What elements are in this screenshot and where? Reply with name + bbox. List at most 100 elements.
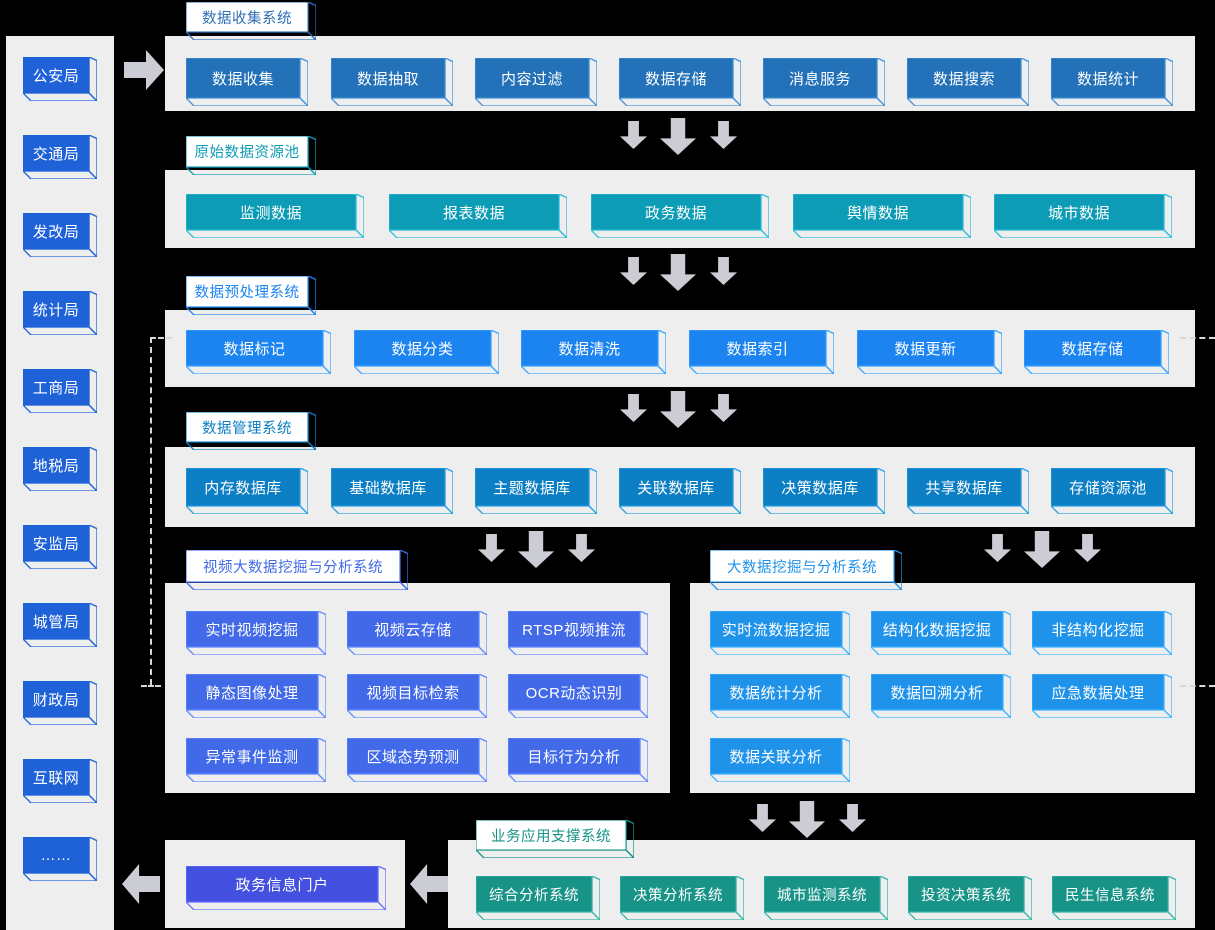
- item-bigdata-mining-7[interactable]: 数据关联分析: [710, 738, 850, 782]
- item-video-mining-9-shape: [508, 738, 648, 782]
- item-data-collection-1[interactable]: 数据收集: [186, 58, 308, 106]
- item-data-collection-2[interactable]: 数据抽取: [331, 58, 453, 106]
- item-data-preprocessing-4-label: 数据索引: [726, 340, 789, 358]
- tab-video-mining[interactable]: 视频大数据挖掘与分析系统: [186, 550, 408, 590]
- tab-data-management-shape: [186, 412, 316, 450]
- sidebar-item-4[interactable]: 统计局: [23, 291, 97, 335]
- arrow-preprocessing-to-management-right: [709, 394, 737, 422]
- left-scope-guide-line: [150, 337, 152, 685]
- item-data-management-2[interactable]: 基础数据库: [331, 468, 453, 514]
- item-business-support-5[interactable]: 民生信息系统: [1052, 876, 1176, 920]
- sidebar-item-4-label: 统计局: [32, 301, 80, 319]
- item-video-mining-2[interactable]: 视频云存储: [347, 611, 487, 655]
- item-data-management-6[interactable]: 共享数据库: [907, 468, 1029, 514]
- sidebar-item-8[interactable]: 城管局: [23, 603, 97, 647]
- item-data-collection-7[interactable]: 数据统计: [1051, 58, 1173, 106]
- item-raw-data-pool-2[interactable]: 报表数据: [389, 194, 567, 238]
- item-business-support-1-label: 综合分析系统: [489, 887, 579, 904]
- item-video-mining-2-label: 视频云存储: [374, 621, 452, 639]
- item-video-mining-1-label: 实时视频挖掘: [205, 621, 299, 639]
- tab-raw-data-pool[interactable]: 原始数据资源池: [186, 136, 316, 175]
- arrow-management-to-video-right: [567, 534, 595, 562]
- item-data-management-5[interactable]: 决策数据库: [763, 468, 885, 514]
- item-data-preprocessing-3[interactable]: 数据清洗: [521, 330, 666, 374]
- item-bigdata-mining-2[interactable]: 结构化数据挖掘: [871, 611, 1011, 655]
- sidebar-item-8-label: 城管局: [32, 613, 80, 631]
- item-data-collection-5-shape: [763, 58, 885, 106]
- sidebar-item-1[interactable]: 公安局: [23, 57, 97, 101]
- item-data-preprocessing-2[interactable]: 数据分类: [354, 330, 499, 374]
- item-data-management-1[interactable]: 内存数据库: [186, 468, 308, 514]
- sidebar-item-11[interactable]: ……: [23, 837, 97, 881]
- item-data-management-4-shape: [619, 468, 741, 514]
- item-data-preprocessing-1[interactable]: 数据标记: [186, 330, 331, 374]
- item-data-preprocessing-4[interactable]: 数据索引: [689, 330, 834, 374]
- item-business-support-2[interactable]: 决策分析系统: [620, 876, 744, 920]
- tab-video-mining-shape: [186, 550, 408, 590]
- tab-bigdata-mining[interactable]: 大数据挖掘与分析系统: [710, 550, 902, 590]
- item-video-mining-9[interactable]: 目标行为分析: [508, 738, 648, 782]
- item-bigdata-mining-3[interactable]: 非结构化挖掘: [1032, 611, 1172, 655]
- item-video-mining-4[interactable]: 静态图像处理: [186, 674, 326, 718]
- item-business-support-3[interactable]: 城市监测系统: [764, 876, 888, 920]
- sidebar-item-10[interactable]: 互联网: [23, 759, 97, 803]
- sidebar-item-9[interactable]: 财政局: [23, 681, 97, 725]
- sidebar-item-11-label: ……: [40, 846, 72, 864]
- arrow-portal-to-source: [122, 864, 160, 904]
- item-data-preprocessing-5[interactable]: 数据更新: [857, 330, 1002, 374]
- item-video-mining-4-shape: [186, 674, 326, 718]
- item-video-mining-1[interactable]: 实时视频挖掘: [186, 611, 326, 655]
- tab-raw-data-pool-label: 原始数据资源池: [194, 145, 300, 161]
- item-raw-data-pool-4[interactable]: 舆情数据: [793, 194, 971, 238]
- item-data-management-3[interactable]: 主题数据库: [475, 468, 597, 514]
- item-video-mining-7-shape: [186, 738, 326, 782]
- item-bigdata-mining-1[interactable]: 实时流数据挖掘: [710, 611, 850, 655]
- item-bigdata-mining-6[interactable]: 应急数据处理: [1032, 674, 1172, 718]
- tab-data-management[interactable]: 数据管理系统: [186, 412, 316, 450]
- item-video-mining-6-label: OCR动态识别: [525, 684, 623, 702]
- item-raw-data-pool-1[interactable]: 监测数据: [186, 194, 364, 238]
- item-business-support-1[interactable]: 综合分析系统: [476, 876, 600, 920]
- item-video-mining-3-shape: [508, 611, 648, 655]
- item-video-mining-7[interactable]: 异常事件监测: [186, 738, 326, 782]
- item-video-mining-5[interactable]: 视频目标检索: [347, 674, 487, 718]
- sidebar-item-7[interactable]: 安监局: [23, 525, 97, 569]
- tab-data-collection[interactable]: 数据收集系统: [186, 2, 316, 40]
- item-business-support-3-shape: [764, 876, 888, 920]
- item-business-support-4[interactable]: 投资决策系统: [908, 876, 1032, 920]
- item-bigdata-mining-5[interactable]: 数据回溯分析: [871, 674, 1011, 718]
- item-data-management-5-label: 决策数据库: [781, 479, 859, 497]
- item-business-support-3-label: 城市监测系统: [777, 887, 867, 904]
- item-data-preprocessing-6[interactable]: 数据存储: [1024, 330, 1169, 374]
- tab-data-preprocessing[interactable]: 数据预处理系统: [186, 276, 316, 315]
- sidebar-item-6[interactable]: 地税局: [23, 447, 97, 491]
- item-data-collection-6[interactable]: 数据搜索: [907, 58, 1029, 106]
- item-bigdata-mining-3-shape: [1032, 611, 1172, 655]
- item-data-management-4[interactable]: 关联数据库: [619, 468, 741, 514]
- sidebar-item-2-shape: [23, 135, 97, 179]
- item-data-management-4-label: 关联数据库: [637, 479, 715, 497]
- item-bigdata-mining-1-shape: [710, 611, 850, 655]
- item-raw-data-pool-5[interactable]: 城市数据: [994, 194, 1172, 238]
- item-data-management-7[interactable]: 存储资源池: [1051, 468, 1173, 514]
- tab-business-support[interactable]: 业务应用支撑系统: [476, 820, 634, 858]
- sidebar-item-2[interactable]: 交通局: [23, 135, 97, 179]
- item-data-management-5-shape: [763, 468, 885, 514]
- item-data-preprocessing-3-label: 数据清洗: [558, 340, 621, 358]
- sidebar-item-3[interactable]: 发改局: [23, 213, 97, 257]
- sidebar-item-10-shape: [23, 759, 97, 803]
- item-raw-data-pool-3[interactable]: 政务数据: [591, 194, 769, 238]
- item-video-mining-9-label: 目标行为分析: [527, 748, 621, 766]
- item-data-collection-4[interactable]: 数据存储: [619, 58, 741, 106]
- sidebar-item-6-shape: [23, 447, 97, 491]
- sidebar-item-1-label: 公安局: [32, 67, 80, 85]
- item-data-collection-3[interactable]: 内容过滤: [475, 58, 597, 106]
- item-video-mining-6[interactable]: OCR动态识别: [508, 674, 648, 718]
- item-portal-1[interactable]: 政务信息门户: [186, 866, 386, 910]
- item-data-collection-5[interactable]: 消息服务: [763, 58, 885, 106]
- item-video-mining-3[interactable]: RTSP视频推流: [508, 611, 648, 655]
- sidebar-item-5[interactable]: 工商局: [23, 369, 97, 413]
- item-video-mining-8[interactable]: 区域态势预测: [347, 738, 487, 782]
- arrow-bigdata-to-business-center: [789, 801, 825, 838]
- item-bigdata-mining-4[interactable]: 数据统计分析: [710, 674, 850, 718]
